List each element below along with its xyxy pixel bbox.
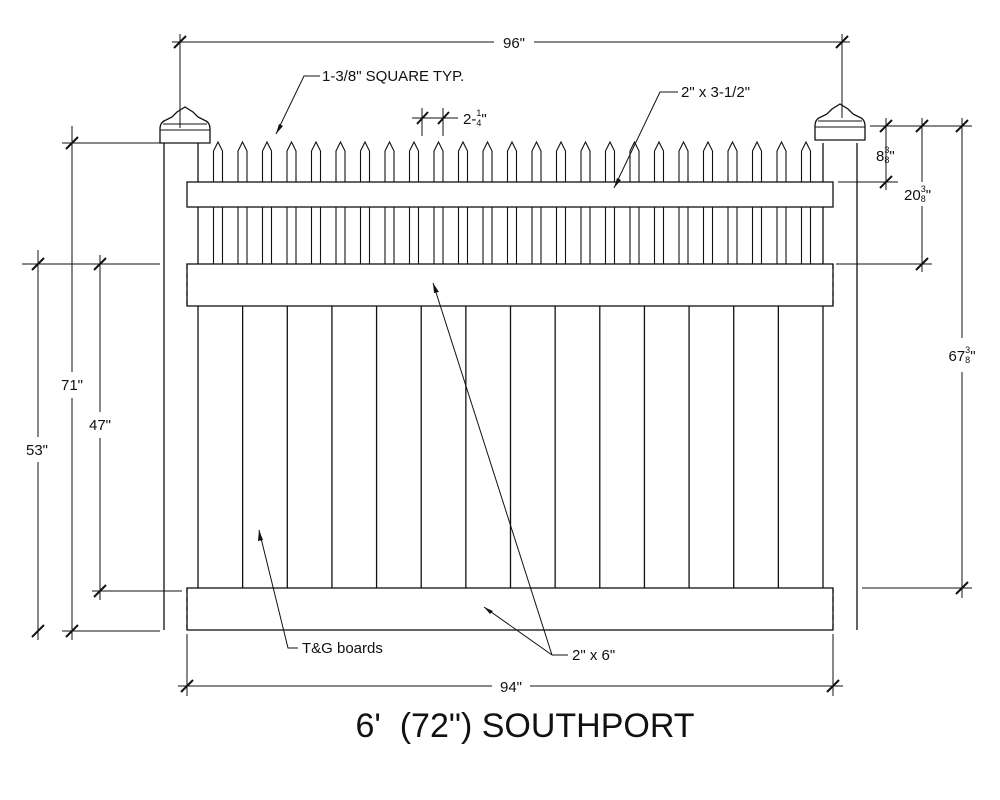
callout-picket-size-label: 1-3/8" SQUARE TYP. xyxy=(322,68,464,85)
dim-overall-width-label: 96" xyxy=(503,35,525,52)
callout-top-rail: 2" x 3-1/2" xyxy=(613,84,750,189)
callout-top-rail-label: 2" x 3-1/2" xyxy=(681,84,750,101)
top-rail xyxy=(186,181,834,208)
dim-bottom-to-mid-rail-label: 53" xyxy=(26,442,48,459)
dim-post-height: 71" xyxy=(61,126,160,640)
callout-picket-size: 1-3/8" SQUARE TYP. xyxy=(275,68,464,135)
dim-panel-width-label: 94" xyxy=(500,679,522,696)
dim-board-height-label: 47" xyxy=(89,417,111,434)
dim-post-height-label: 71" xyxy=(61,377,83,394)
right-post xyxy=(814,103,866,630)
left-post xyxy=(159,106,211,630)
dim-bottom-to-mid-rail: 53" xyxy=(22,250,160,640)
bottom-rail xyxy=(186,587,834,631)
right-post-cap xyxy=(814,103,866,141)
dim-board-height: 47" xyxy=(89,255,182,600)
callout-rails: 2" x 6" xyxy=(432,282,615,664)
rail-ends-dashed xyxy=(186,264,834,630)
tg-board-group xyxy=(241,306,780,588)
drawing-title: 6' (72") SOUTHPORT xyxy=(355,707,694,745)
dim-panel-width: 94" xyxy=(178,634,843,696)
left-post-cap xyxy=(159,106,211,144)
dim-overall-width: 96" xyxy=(172,34,850,128)
callout-tg-boards-label: T&G boards xyxy=(302,640,383,657)
callout-rails-label: 2" x 6" xyxy=(572,647,615,664)
callout-tg-boards: T&G boards xyxy=(258,529,383,657)
mid-rail xyxy=(186,263,834,307)
